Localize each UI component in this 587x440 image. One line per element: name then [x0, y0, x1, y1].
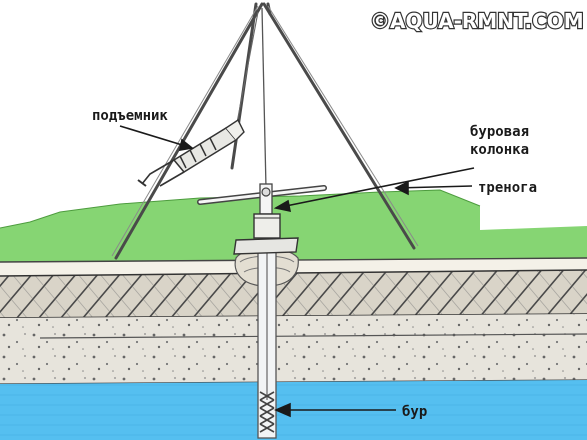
drill-column-label-arrow: [275, 167, 475, 209]
hoist-label-arrow: [119, 125, 193, 149]
hoist-cable: [261, 7, 267, 189]
drill-column-label-line1: буровая: [470, 124, 529, 140]
drill-auger: [259, 391, 275, 433]
drill-label: бур: [402, 404, 427, 420]
hoist-label: подъемник: [92, 108, 168, 124]
watermark: ©AQUA-RMNT.COM: [370, 9, 584, 33]
drill-column-label-line2: колонка: [470, 142, 529, 158]
drill-t-handle: [197, 183, 327, 215]
hoist-winch: [137, 118, 245, 187]
grass-layer: [0, 190, 587, 262]
drill-column-base: [233, 213, 299, 255]
tripod-label: тренога: [478, 180, 537, 196]
